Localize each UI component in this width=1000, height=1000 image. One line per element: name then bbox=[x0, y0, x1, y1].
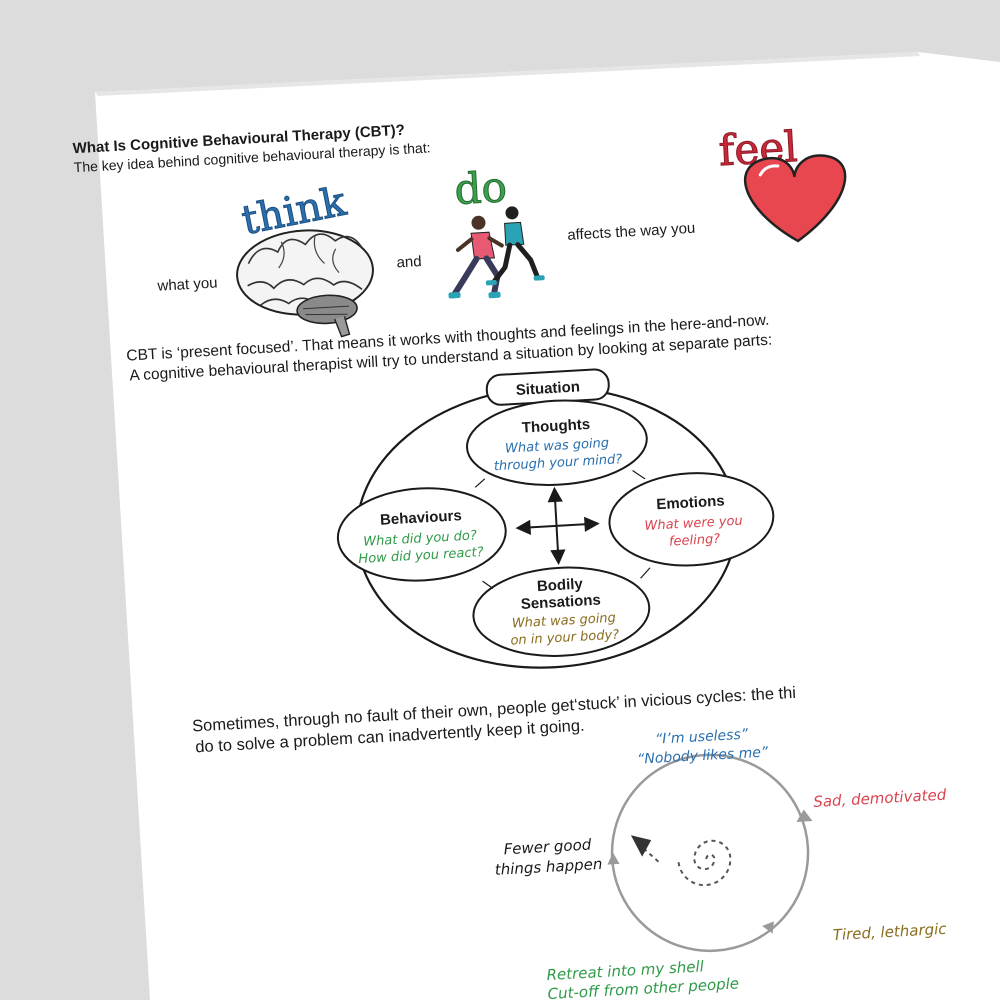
brain-illustration bbox=[236, 229, 374, 338]
center-cross-arrows bbox=[515, 486, 600, 566]
bodily-prompt-line-2: on in your body? bbox=[510, 628, 619, 649]
and-text: and bbox=[396, 253, 422, 271]
diagonal-arrows bbox=[474, 470, 651, 590]
situation-label: Situation bbox=[515, 378, 580, 399]
bodily-title-line-1: Bodily bbox=[536, 575, 583, 595]
behaviours-bubble bbox=[336, 487, 507, 582]
heart-icon bbox=[743, 154, 847, 243]
behaviours-prompt-line-1: What did you do? bbox=[363, 528, 477, 549]
vicious-cycle-diagram: “I’m useless” “Nobody likes me” Sad, dem… bbox=[494, 726, 947, 1000]
paper-shadow-edge bbox=[95, 52, 920, 96]
spiral-arrowhead bbox=[630, 835, 652, 857]
runners-illustration bbox=[448, 206, 545, 299]
emotions-bubble bbox=[608, 472, 775, 567]
thoughts-title: Thoughts bbox=[521, 416, 590, 437]
cycle-arrowhead-bottom bbox=[762, 921, 774, 934]
behaviours-title: Behaviours bbox=[380, 507, 463, 529]
spiral-path bbox=[643, 839, 732, 887]
cycle-arrowhead-left bbox=[607, 852, 620, 865]
bodily-title-line-2: Sensations bbox=[520, 592, 601, 613]
cycle-thought-2: “Nobody likes me” bbox=[637, 744, 770, 767]
emotions-title: Emotions bbox=[656, 492, 725, 513]
thoughts-prompt-line-2: through your mind? bbox=[493, 452, 622, 474]
bodily-prompt-line-1: What was going bbox=[511, 611, 616, 632]
situation-model-diagram: Situation Thoughts What was going throug… bbox=[336, 368, 775, 669]
what-you-text: what you bbox=[156, 274, 218, 294]
emotions-prompt-line-2: feeling? bbox=[669, 532, 721, 550]
emotions-prompt-line-1: What were you bbox=[644, 513, 743, 533]
thoughts-bubble bbox=[466, 399, 648, 486]
cycle-thought-1: “I’m useless” bbox=[655, 726, 750, 747]
cycle-outcome-2: things happen bbox=[494, 855, 602, 879]
cycle-outcome-1: Fewer good bbox=[503, 835, 592, 858]
bodily-sensations-bubble bbox=[472, 566, 651, 657]
thoughts-prompt-line-1: What was going bbox=[505, 436, 610, 457]
cycle-arrowhead-right bbox=[796, 809, 813, 822]
feel-word: feel bbox=[717, 122, 798, 175]
behaviours-prompt-line-2: How did you react? bbox=[358, 545, 484, 567]
do-word: do bbox=[453, 162, 508, 214]
